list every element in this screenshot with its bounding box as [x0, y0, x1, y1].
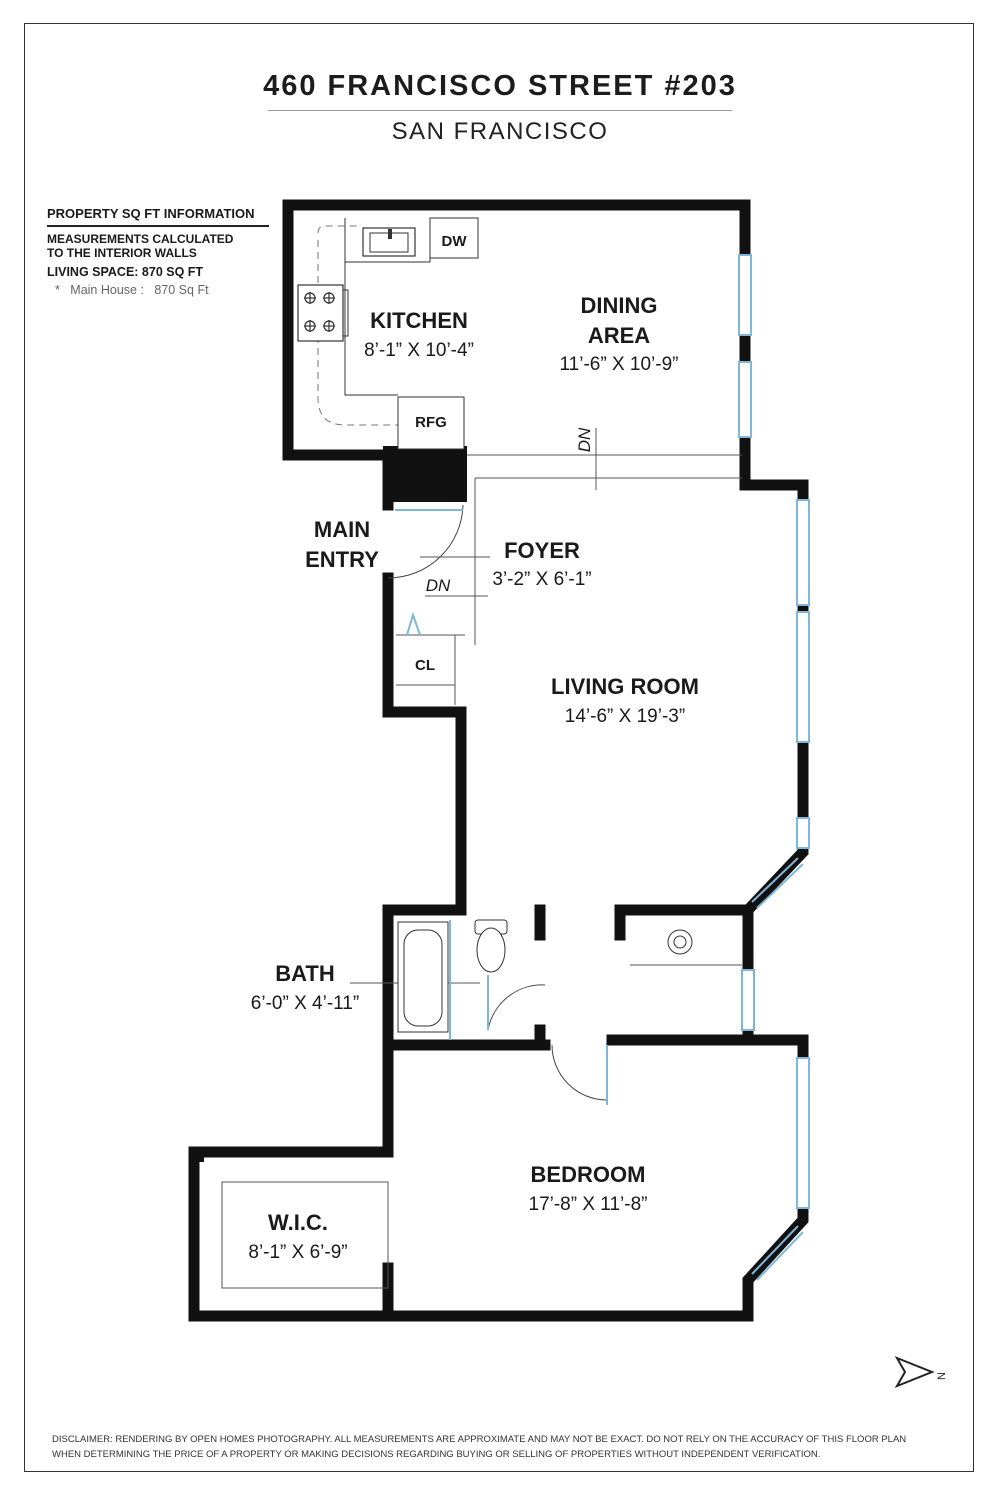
stove-controls — [342, 289, 349, 337]
sqft-info-panel: PROPERTY SQ FT INFORMATION MEASUREMENTS … — [47, 206, 277, 297]
faucet — [388, 229, 392, 239]
linen-sink-drain — [673, 935, 687, 949]
window-bedroom-1 — [796, 1057, 810, 1209]
window-living-3 — [796, 817, 810, 849]
window-dining-2 — [738, 361, 752, 438]
living-room-dimensions: 14’-6” X 19’-3” — [565, 706, 685, 727]
bathtub-basin — [403, 929, 443, 1027]
kitchen-fixtures — [297, 217, 479, 450]
closet-bath-wall — [382, 572, 467, 1051]
refrigerator-box — [397, 396, 465, 450]
window-living-2 — [796, 611, 810, 743]
bay-windows — [751, 857, 804, 1281]
bay-window-bedroom — [751, 1225, 799, 1275]
window-dining-1 — [738, 254, 752, 336]
wic-corner — [194, 1152, 204, 1162]
bath-dimensions: 6’-0” X 4’-11” — [251, 993, 359, 1014]
closet-door-chevron — [406, 611, 421, 636]
wic-dimensions: 8’-1” X 6’-9” — [248, 1242, 347, 1263]
bay-window-living-inner — [756, 863, 804, 909]
refrigerator-label: RFG — [415, 414, 447, 431]
linen-wall — [614, 904, 754, 1046]
page-title: 460 FRANCISCO STREET #203 — [263, 70, 737, 102]
bathtub — [397, 921, 449, 1033]
wic-label: W.I.C. — [268, 1210, 328, 1235]
lower-cabinet-dashes — [317, 240, 398, 426]
wall-column — [383, 446, 467, 502]
linen-sink — [667, 929, 693, 955]
north-arrow: N — [894, 1356, 948, 1388]
kitchen-label: KITCHEN — [370, 308, 468, 333]
bay-window-living — [751, 857, 799, 903]
living-space-total: LIVING SPACE: 870 SQ FT — [47, 265, 204, 279]
bay-window-bedroom-inner — [756, 1231, 804, 1281]
main-house-sqft: * Main House : 870 Sq Ft — [55, 283, 209, 297]
measurement-note-line-2: TO THE INTERIOR WALLS — [47, 246, 197, 260]
wic-shelf-outline — [221, 1181, 389, 1289]
foyer-dimensions: 3’-2” X 6’-1” — [492, 569, 591, 590]
kitchen-dimensions: 8’-1” X 10’-4” — [364, 340, 474, 361]
main-entry-door-swing — [387, 504, 464, 579]
disclaimer-line-1: DISCLAIMER: RENDERING BY OPEN HOMES PHOT… — [52, 1434, 907, 1445]
bedroom-door-swing — [551, 1044, 608, 1101]
disclaimer: DISCLAIMER: RENDERING BY OPEN HOMES PHOT… — [52, 1432, 952, 1462]
dining-label-line-2: AREA — [588, 323, 650, 348]
dishwasher-box — [429, 217, 479, 259]
down-label-kitchen: DN — [575, 427, 594, 452]
bedroom-dimensions: 17’-8” X 11’-8” — [529, 1194, 648, 1215]
living-room-label: LIVING ROOM — [551, 674, 699, 699]
closet-label: CL — [415, 657, 435, 674]
windows — [738, 254, 810, 1209]
counter-edge — [344, 218, 398, 396]
upper-cabinet-dashes — [317, 225, 360, 234]
main-entry-label-line-1: MAIN — [314, 517, 370, 542]
north-label: N — [936, 1372, 948, 1380]
north-arrow-icon — [894, 1356, 935, 1388]
page-border — [24, 23, 974, 1472]
dining-label-line-1: DINING — [581, 293, 658, 318]
walls — [188, 199, 809, 1322]
down-label-entry: DN — [426, 576, 451, 595]
bedroom-label: BEDROOM — [531, 1162, 646, 1187]
window-living-1 — [796, 499, 810, 606]
sqft-info-heading: PROPERTY SQ FT INFORMATION — [47, 206, 269, 227]
disclaimer-line-2: WHEN DETERMINING THE PRICE OF A PROPERTY… — [52, 1449, 821, 1460]
main-entry-label-line-2: ENTRY — [305, 547, 379, 572]
doors — [387, 504, 608, 1105]
page-subtitle: SAN FRANCISCO — [391, 118, 609, 145]
foyer-label: FOYER — [504, 538, 580, 563]
window-linen — [741, 969, 755, 1031]
stove-burners — [304, 292, 335, 332]
kitchen-exterior-wall — [282, 199, 394, 461]
toilet-bowl — [476, 927, 506, 973]
stove — [297, 284, 344, 342]
interior-lines — [221, 428, 742, 1289]
bath-door-swing — [487, 984, 546, 1031]
wic-wall — [188, 1039, 394, 1322]
dishwasher-label: DW — [442, 233, 468, 250]
bath-fixtures — [397, 919, 693, 1040]
dining-dimensions: 11’-6” X 10’-9” — [560, 354, 679, 375]
bath-label: BATH — [275, 961, 334, 986]
measurement-note-line-1: MEASUREMENTS CALCULATED — [47, 232, 234, 246]
title-divider — [268, 110, 732, 111]
